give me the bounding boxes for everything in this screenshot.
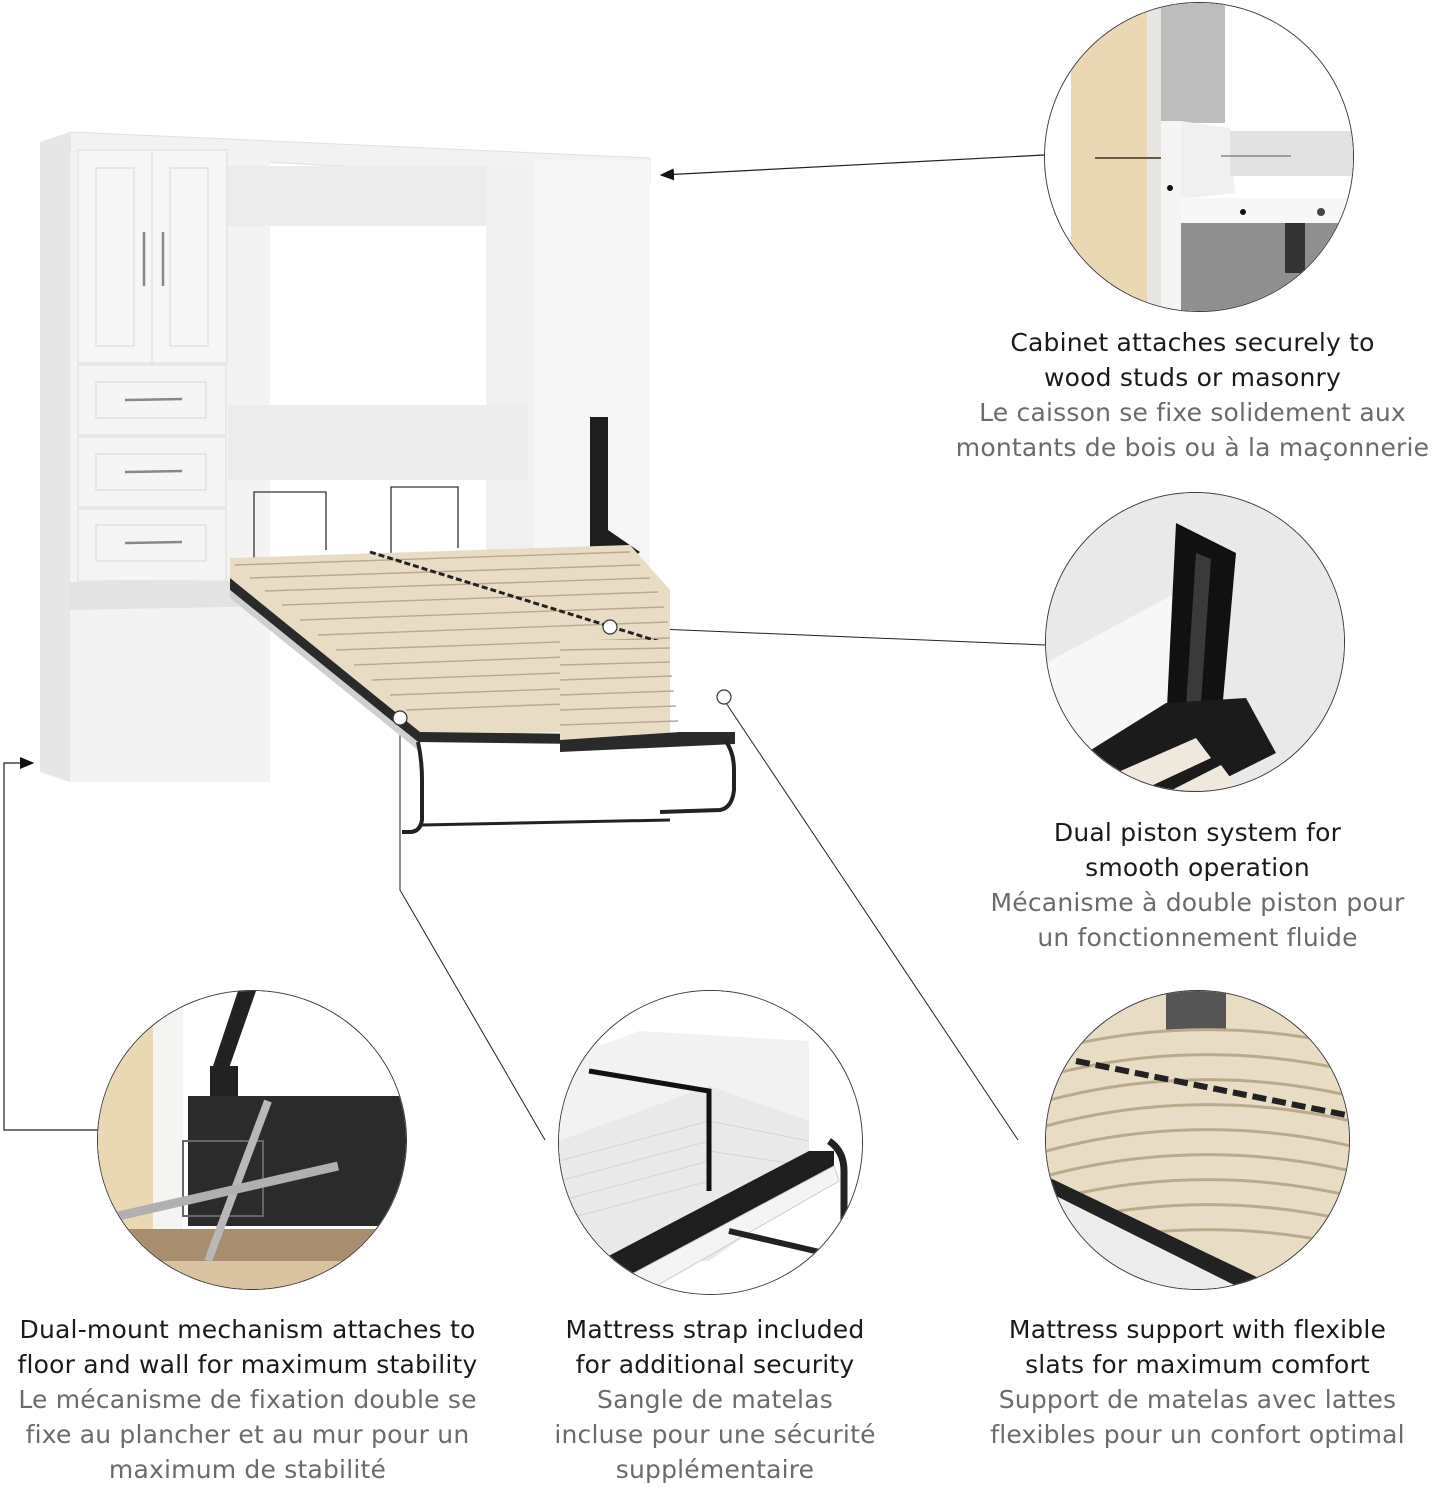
caption-fr-line: supplémentaire bbox=[615, 1455, 815, 1484]
detail-circle-mattress-strap bbox=[558, 990, 863, 1295]
caption-cabinet-attach: Cabinet attaches securely to wood studs … bbox=[940, 325, 1445, 465]
caption-flexible-slats: Mattress support with flexible slats for… bbox=[955, 1312, 1440, 1452]
caption-fr-line: maximum de stabilité bbox=[108, 1455, 387, 1484]
floor-wall-bolt-icon bbox=[98, 991, 406, 1289]
caption-fr-line: Le mécanisme de fixation double se bbox=[18, 1385, 477, 1414]
murphy-bed-illustration bbox=[40, 131, 670, 834]
connector-dual-mount bbox=[3, 757, 100, 1131]
hotspot-slats bbox=[716, 689, 732, 705]
flexible-slats-icon bbox=[1046, 991, 1349, 1289]
caption-en-line: for additional security bbox=[575, 1350, 855, 1379]
connector-mattress-strap bbox=[399, 718, 546, 1141]
caption-en-line: Dual-mount mechanism attaches to bbox=[19, 1315, 476, 1344]
caption-fr-line: un fonctionnement fluide bbox=[1037, 923, 1358, 952]
detail-circle-flexible-slats bbox=[1045, 990, 1350, 1290]
wall-stud-screw-icon bbox=[1045, 3, 1353, 311]
caption-fr-line: Mécanisme à double piston pour bbox=[990, 888, 1405, 917]
detail-circle-cabinet-attach bbox=[1044, 2, 1354, 312]
caption-en-line: slats for maximum comfort bbox=[1025, 1350, 1370, 1379]
detail-circle-dual-mount bbox=[97, 990, 407, 1290]
bed-foot-illustration bbox=[560, 640, 736, 814]
caption-en-line: Cabinet attaches securely to bbox=[1010, 328, 1375, 357]
caption-fr-line: montants de bois ou à la maçonnerie bbox=[955, 433, 1430, 462]
caption-en-line: Mattress support with flexible bbox=[1008, 1315, 1387, 1344]
caption-en-line: Dual piston system for bbox=[1053, 818, 1342, 847]
caption-dual-mount: Dual-mount mechanism attaches to floor a… bbox=[0, 1312, 495, 1487]
caption-fr-line: flexibles pour un confort optimal bbox=[990, 1420, 1405, 1449]
caption-en-line: Mattress strap included bbox=[565, 1315, 865, 1344]
caption-fr-line: Le caisson se fixe solidement aux bbox=[979, 398, 1406, 427]
hotspot-strap bbox=[392, 710, 408, 726]
caption-fr-line: incluse pour une sécurité bbox=[554, 1420, 876, 1449]
connector-slats bbox=[723, 699, 1019, 1141]
caption-fr-line: fixe au plancher et au mur pour un bbox=[25, 1420, 470, 1449]
hotspot-piston bbox=[602, 619, 618, 635]
detail-circle-piston bbox=[1045, 492, 1345, 792]
connector-cabinet-attach bbox=[659, 154, 1045, 181]
mattress-strap-icon bbox=[559, 991, 862, 1294]
piston-bracket bbox=[590, 417, 640, 560]
caption-en-line: wood studs or masonry bbox=[1044, 363, 1341, 392]
caption-dual-piston: Dual piston system for smooth operation … bbox=[955, 815, 1440, 955]
caption-fr-line: Support de matelas avec lattes bbox=[998, 1385, 1397, 1414]
caption-en-line: floor and wall for maximum stability bbox=[17, 1350, 478, 1379]
caption-fr-line: Sangle de matelas bbox=[597, 1385, 833, 1414]
caption-mattress-strap: Mattress strap included for additional s… bbox=[525, 1312, 905, 1487]
connector-piston bbox=[609, 626, 1046, 646]
piston-mechanism-icon bbox=[1046, 493, 1344, 791]
caption-en-line: smooth operation bbox=[1085, 853, 1310, 882]
